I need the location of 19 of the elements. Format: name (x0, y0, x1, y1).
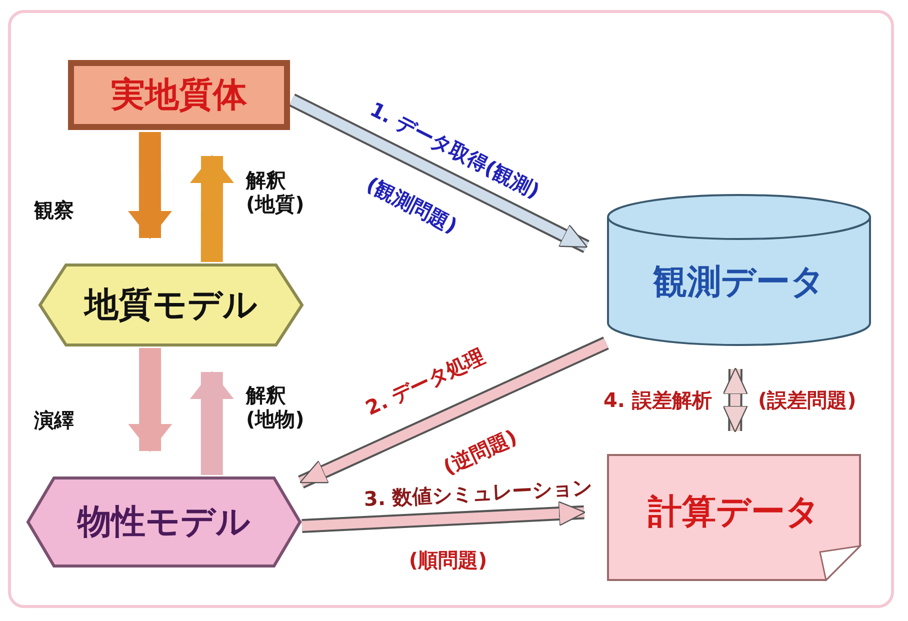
edge-label: 解釈(地物) (246, 383, 306, 431)
note-text: (誤差問題) (758, 388, 856, 412)
node-label: 地質モデル (84, 284, 258, 327)
node-label: 観測データ (653, 261, 825, 304)
node-label: 実地質体 (111, 74, 247, 117)
rectangle-node (68, 60, 290, 130)
edge-label: 解釈(地質) (246, 168, 306, 216)
cylinder-node (608, 195, 870, 345)
edge-label: 観察 (34, 198, 74, 222)
note-text: (順問題) (408, 548, 488, 572)
edge-label: 4. 誤差解析 (604, 388, 712, 412)
note-node (608, 455, 860, 580)
edge-label: 演繹 (34, 408, 74, 432)
hexagon-node (40, 265, 302, 345)
hexagon-node (28, 478, 300, 566)
node-label: 物性モデル (78, 501, 250, 544)
note-text: (観測問題) (362, 172, 462, 238)
node-label: 計算データ (648, 490, 820, 534)
edge-label: 2. データ処理 (362, 344, 488, 420)
